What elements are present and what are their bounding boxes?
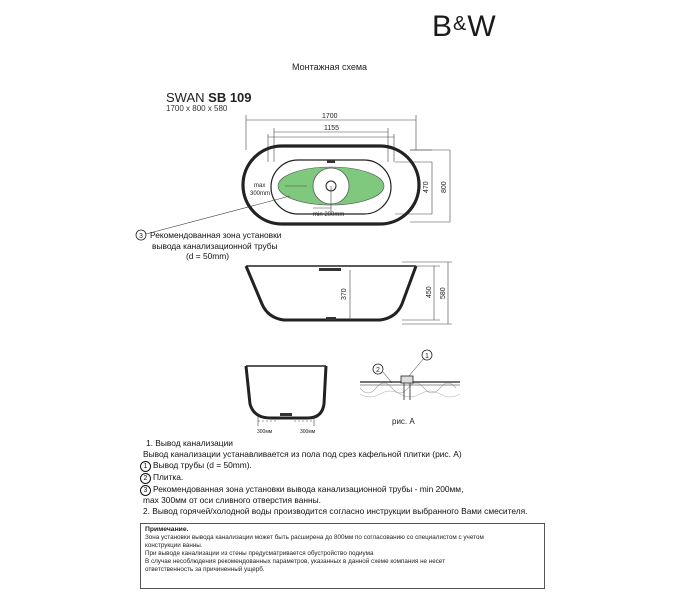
dim-1700: 1700 (322, 113, 338, 120)
top-view (241, 115, 451, 226)
detail-callout-2: 2 (376, 367, 380, 374)
note-line1: Зона установки вывода канализации может … (145, 534, 484, 542)
dim-1155: 1155 (324, 125, 339, 132)
dim-450: 450 (426, 286, 433, 298)
page-title: Монтажная схема (292, 62, 368, 72)
detail-label: рис. A (392, 417, 415, 426)
circle-2-icon: 2 (140, 473, 151, 484)
detail-a (359, 349, 461, 400)
dim-470: 470 (423, 181, 430, 193)
instr-1: 1. Вывод канализации (146, 438, 233, 448)
instr-2: Вывод канализации устанавливается из пол… (143, 449, 462, 459)
dim-580: 580 (440, 287, 447, 299)
note-line4: В случае несоблюдения рекомендованных па… (145, 558, 446, 566)
callout-zone-line2: вывода канализационной трубы (152, 241, 278, 251)
dim-370: 370 (341, 288, 348, 300)
instr-6: max 300мм от оси сливного отверстия ванн… (143, 495, 321, 505)
max-label: max (254, 183, 265, 189)
note-line3: При выводе канализации из стены предусма… (145, 550, 374, 558)
side-view (244, 261, 452, 325)
brand-logo: B&W (432, 10, 497, 43)
callout-zone-line1: Рекомендованная зона установки (150, 230, 282, 240)
note-heading: Примечание. (145, 526, 189, 533)
callout-3-number: 3 (139, 233, 143, 240)
circle-1-icon: 1 (140, 461, 151, 472)
product-dimensions: 1700 x 800 x 580 (166, 104, 228, 113)
max-value: 300mm (250, 191, 270, 197)
front-dim-left: 300мм (257, 429, 273, 435)
note-line5: ответственность за причиненный ущерб. (145, 566, 265, 574)
min-label: min 200mm (313, 212, 344, 218)
callout-zone-line3: (d = 50mm) (186, 251, 230, 261)
detail-callout-1: 1 (425, 353, 429, 360)
front-view (244, 365, 328, 426)
model-name: SWAN SB 109 (166, 90, 252, 105)
instr-7: 2. Вывод горячей/холодной воды производи… (143, 506, 528, 516)
note-box: Примечание. Зона установки вывода канали… (140, 523, 545, 589)
dim-800: 800 (441, 181, 448, 193)
note-line2: конструкции ванны. (145, 542, 203, 550)
circle-3-icon: 3 (140, 485, 151, 496)
front-dim-right: 300мм (300, 429, 316, 435)
